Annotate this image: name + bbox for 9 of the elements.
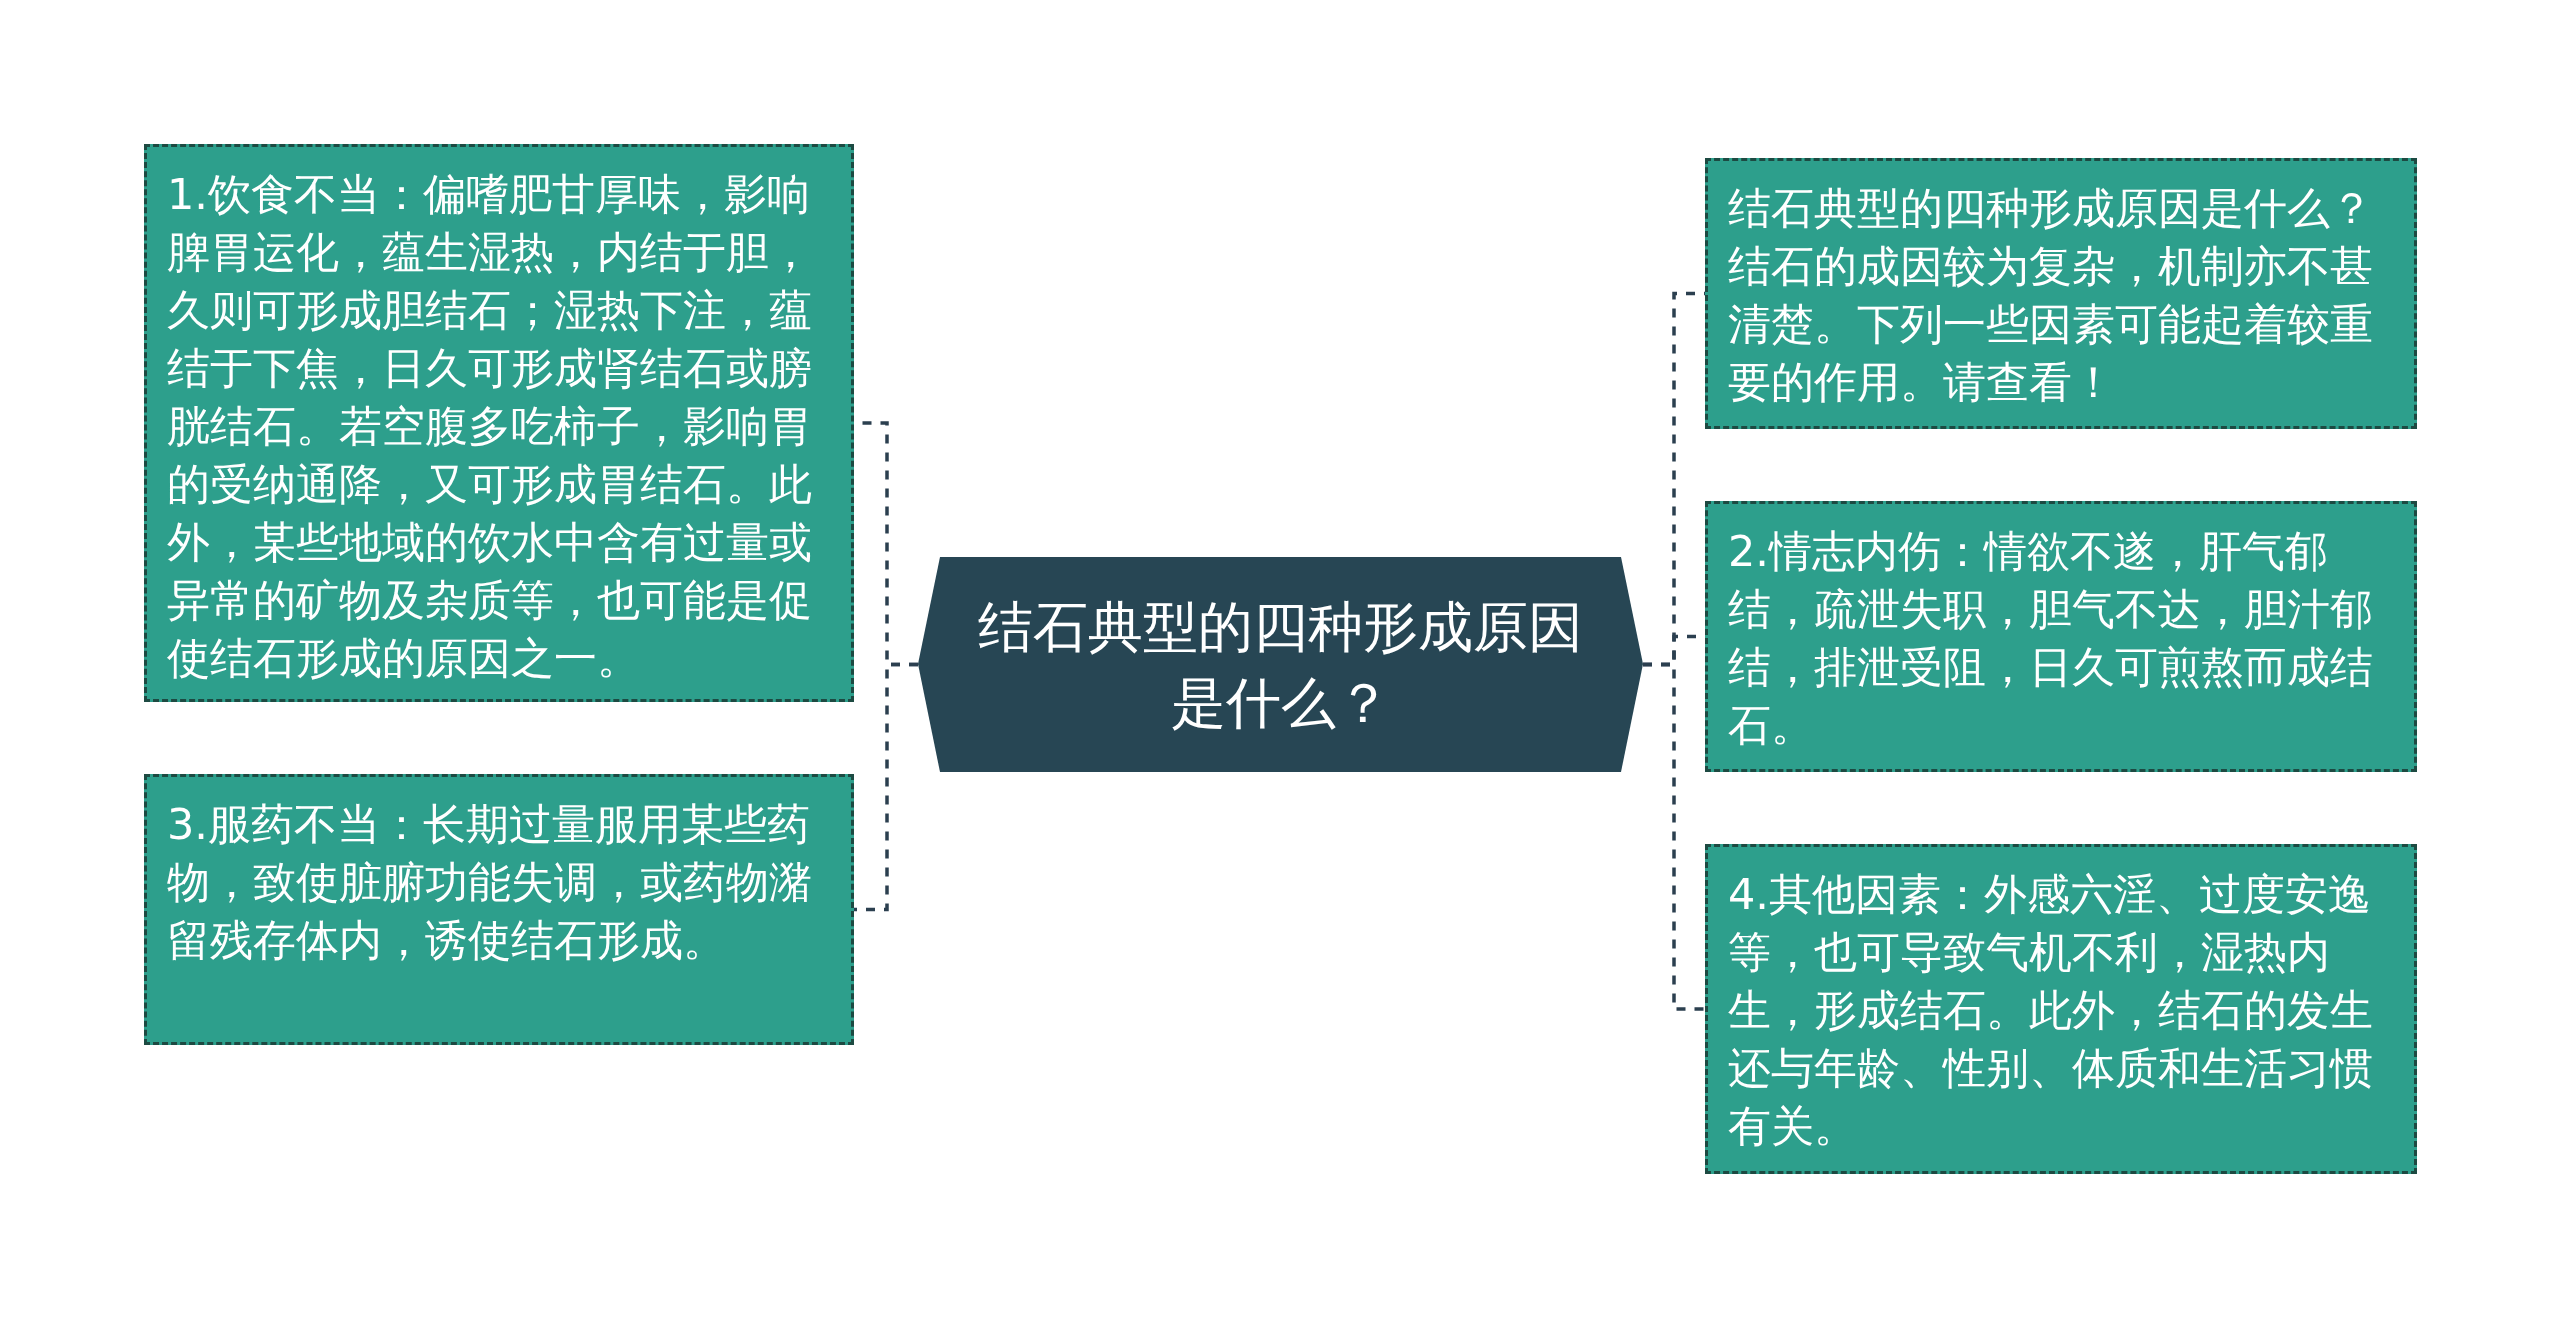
note-box: 2.情志内伤：情欲不遂，肝气郁结，疏泄失职，胆气不达，胆汁郁结，排泄受阻，日久可煎熬而成结石。 — [1705, 501, 2417, 772]
note-box: 4.其他因素：外感六淫、过度安逸等，也可导致气机不利，湿热内生，形成结石。此外，结石的发生还与年龄、性别、体质和生活习惯有关。 — [1705, 844, 2417, 1174]
note-box: 1.饮食不当：偏嗜肥甘厚味，影响脾胃运化，蕴生湿热，内结于胆，久则可形成胆结石；湿热下注，蕴结于下焦，日久可形成肾结石或膀胱结石。若空腹多吃柿子，影响胃的受纳通降，又可形成胃结石。此外，某些地域的饮水中含有过量或异常的矿物及杂质等，也可能是促使结石形成的原因之一。 — [144, 144, 854, 702]
topic-title: 结石典型的四种形成原因是什么？ — [978, 593, 1583, 737]
connector-line — [1643, 662, 1705, 1011]
note-box: 结石典型的四种形成原因是什么？结石的成因较为复杂，机制亦不甚清楚。下列一些因素可能起着较重要的作用。请查看！ — [1705, 158, 2417, 429]
note-box: 3.服药不当：长期过量服用某些药物，致使脏腑功能失调，或药物潴留残存体内，诱使结石形成。 — [144, 774, 854, 1045]
connector-line — [854, 662, 918, 912]
topic-hexagon — [918, 557, 1643, 772]
